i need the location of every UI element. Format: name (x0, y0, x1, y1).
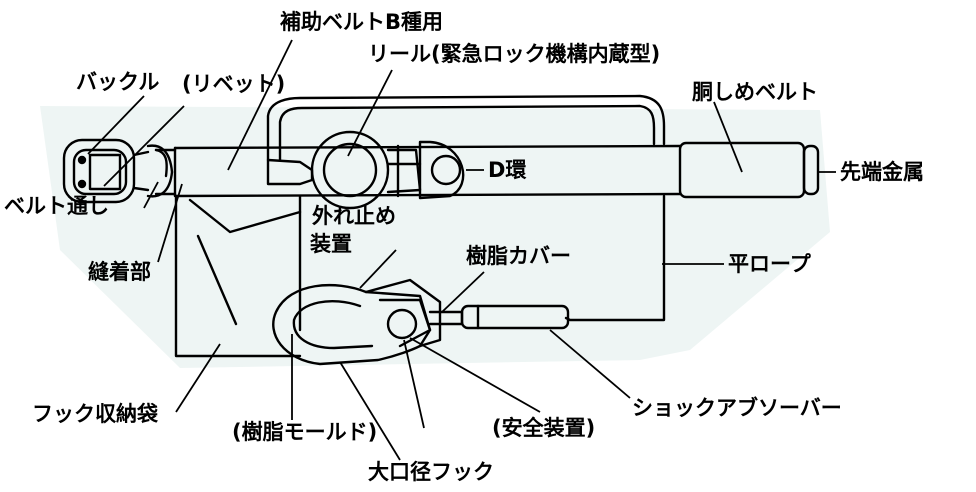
reel-part (266, 130, 422, 210)
waist-belt (173, 141, 820, 199)
buckle-part (62, 138, 150, 204)
label-large-hook: 大口径フック (368, 460, 494, 484)
label-auxiliary-belt: 補助ベルトB種用 (280, 10, 444, 34)
hook-bag-part (174, 194, 302, 358)
label-reel: リール(緊急ロック機構内蔵型) (368, 42, 661, 66)
label-d-ring: D環 (488, 158, 527, 182)
d-ring-part (396, 140, 465, 200)
large-hook-part (272, 278, 464, 366)
label-safety-device: (安全装置) (492, 416, 596, 440)
label-release-stop-1: 外れ止め (312, 204, 396, 228)
belt-loop-part (146, 144, 177, 198)
auxiliary-belt (266, 94, 666, 162)
label-release-stop-2: 装置 (310, 232, 352, 256)
label-shock-absorber: ショックアブソーバー (632, 396, 842, 420)
label-flat-rope: 平ロープ (728, 252, 811, 276)
label-rivet: (リベット) (182, 72, 286, 96)
label-tip-metal: 先端金属 (840, 160, 924, 184)
label-hook-bag: フック収納袋 (32, 402, 158, 426)
label-buckle: バックル (76, 70, 160, 94)
label-belt-loop: ベルト通し (4, 194, 109, 218)
label-resin-mold: (樹脂モールド) (232, 420, 378, 444)
label-waist-belt: 胴しめベルト (692, 80, 818, 104)
label-stitch: 縫着部 (88, 260, 151, 284)
background-tint (40, 106, 830, 368)
label-resin-cover: 樹脂カバー (466, 244, 571, 268)
